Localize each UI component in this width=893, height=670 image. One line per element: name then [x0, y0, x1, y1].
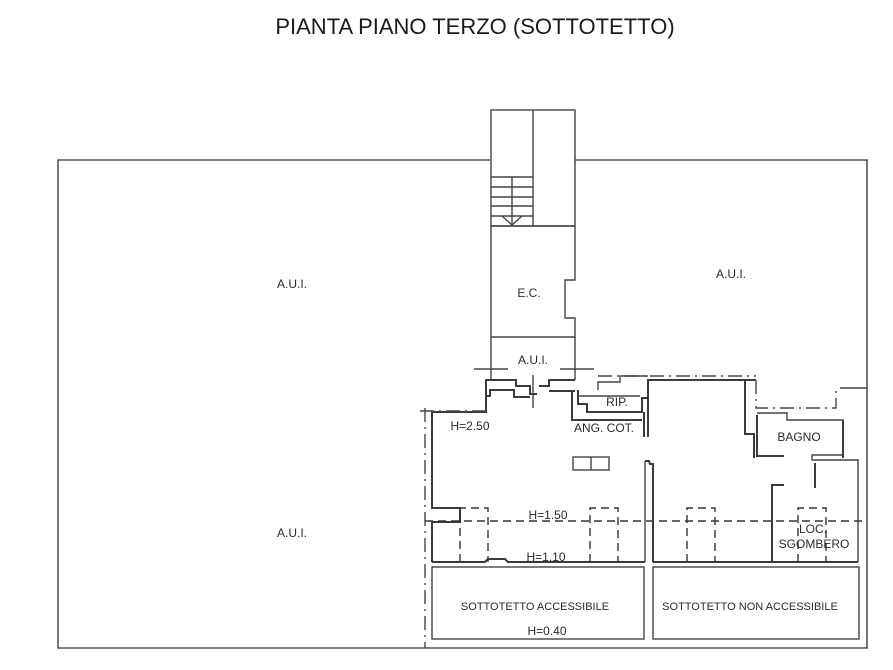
stair-core: [474, 109, 594, 408]
label-sottotetto-non-accessibile: SOTTOTETTO NON ACCESSIBILE: [662, 601, 838, 613]
skylight-outlines: [459, 507, 827, 562]
outer-frame: [57, 159, 868, 649]
height-mid: H=1.50: [528, 508, 567, 522]
label-aui-top-left: A.U.I.: [277, 277, 307, 291]
label-loc-sgombero-1: LOC.: [799, 522, 827, 536]
label-aui-landing: A.U.I.: [518, 353, 548, 367]
label-aui-bottom-left: A.U.I.: [277, 526, 307, 540]
label-ang-cot: ANG. COT.: [574, 421, 634, 435]
stairs-icon: [491, 176, 533, 226]
roof-outline: [420, 375, 867, 648]
label-sottotetto-accessibile: SOTTOTETTO ACCESSIBILE: [461, 601, 609, 613]
label-aui-top-right: A.U.I.: [716, 267, 746, 281]
table-icon: [572, 456, 610, 471]
height-main: H=2.50: [450, 419, 489, 433]
height-attic: H=0.40: [527, 624, 566, 638]
apartment-walls: [431, 375, 859, 563]
drawing-title: PIANTA PIANO TERZO (SOTTOTETTO): [275, 14, 674, 39]
label-stair-core: E.C.: [517, 286, 540, 300]
label-rip: RIP.: [606, 395, 628, 409]
label-loc-sgombero-2: SGOMBERO: [779, 537, 850, 551]
label-bagno: BAGNO: [777, 430, 820, 444]
attic-boxes: [431, 566, 860, 640]
height-low: H=1.10: [526, 550, 565, 564]
